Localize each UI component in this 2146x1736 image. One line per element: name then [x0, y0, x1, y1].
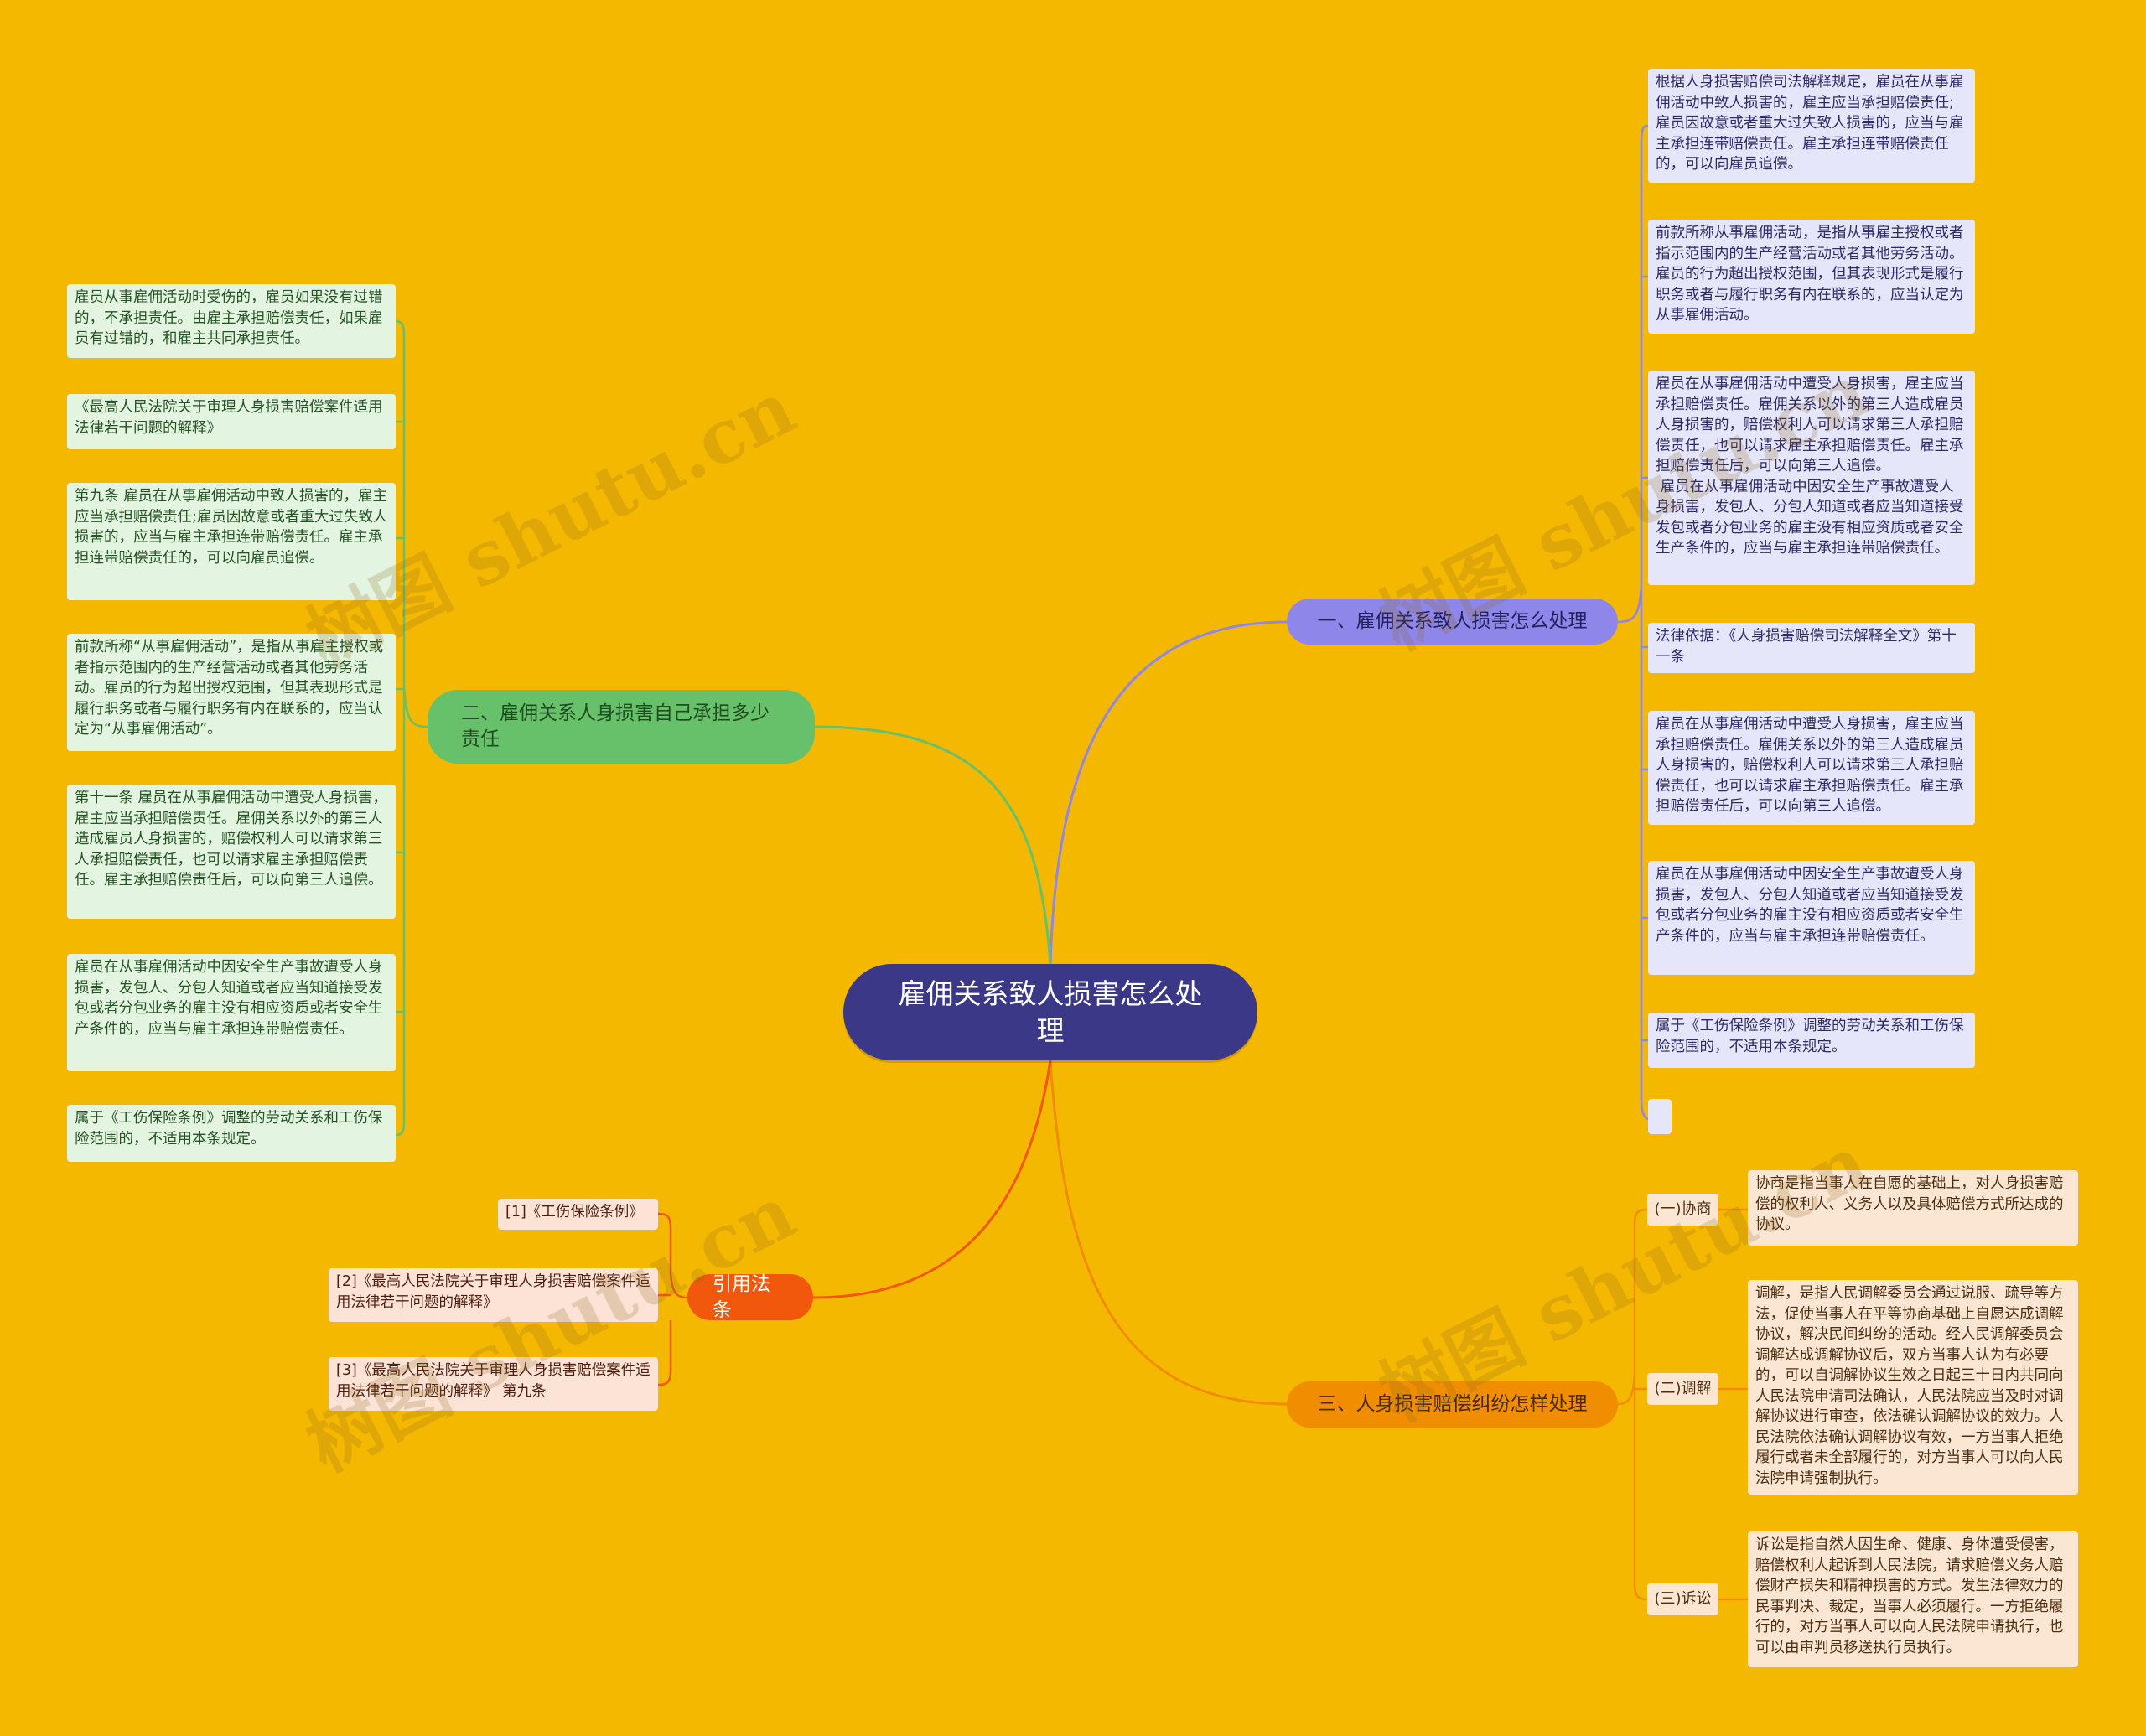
leaf-note[interactable]: 《最高人民法院关于审理人身损害赔偿案件适用法律若干问题的解释》 [67, 394, 396, 449]
branch-label: 引用法条 [713, 1272, 770, 1321]
leaf-litigation-text[interactable]: 诉讼是指自然人因生命、健康、身体遭受侵害，赔偿权利人起诉到人民法院，请求赔偿义务… [1748, 1531, 2078, 1667]
sub-mediation[interactable]: (二)调解 [1647, 1373, 1718, 1405]
cited-law-2[interactable]: [2]《最高人民法院关于审理人身损害赔偿案件适用法律若干问题的解释》 [329, 1268, 658, 1322]
cited-law-3[interactable]: [3]《最高人民法院关于审理人身损害赔偿案件适用法律若干问题的解释》 第九条 [329, 1357, 658, 1411]
leaf-note[interactable]: 雇员在从事雇佣活动中遭受人身损害，雇主应当承担赔偿责任。雇佣关系以外的第三人造成… [1648, 711, 1975, 825]
leaf-note[interactable]: 雇员从事雇佣活动时受伤的，雇员如果没有过错的，不承担责任。由雇主承担赔偿责任，如… [67, 284, 396, 358]
branch-cited-laws[interactable]: 引用法条 [687, 1273, 813, 1321]
cited-law-1[interactable]: [1]《工伤保险条例》 [498, 1199, 658, 1230]
leaf-note[interactable]: 雇员在从事雇佣活动中遭受人身损害，雇主应当承担赔偿责任。雇佣关系以外的第三人造成… [1648, 371, 1975, 585]
leaf-note[interactable]: 第九条 雇员在从事雇佣活动中致人损害的，雇主应当承担赔偿责任;雇员因故意或者重大… [67, 483, 396, 600]
link-root-branch4 [812, 1060, 1052, 1299]
root-topic[interactable]: 雇佣关系致人损害怎么处理 [843, 964, 1257, 1060]
leaf-note[interactable]: 前款所称从事雇佣活动，是指从事雇主授权或者指示范围内的生产经营活动或者其他劳务活… [1648, 220, 1975, 334]
leaf-note[interactable]: 根据人身损害赔偿司法解释规定，雇员在从事雇佣活动中致人损害的，雇主应当承担赔偿责… [1648, 69, 1975, 183]
sub-negotiation[interactable]: (一)协商 [1647, 1194, 1718, 1226]
leaf-note[interactable]: 雇员在从事雇佣活动中因安全生产事故遭受人身损害，发包人、分包人知道或者应当知道接… [67, 954, 396, 1071]
branch-employment-damage-handling[interactable]: 一、雇佣关系致人损害怎么处理 [1287, 599, 1618, 645]
branch-label: 一、雇佣关系致人损害怎么处理 [1317, 610, 1588, 632]
leaf-note[interactable]: 第十一条 雇员在从事雇佣活动中遭受人身损害，雇主应当承担赔偿责任。雇佣关系以外的… [67, 785, 396, 919]
root-topic-label: 雇佣关系致人损害怎么处理 [898, 977, 1203, 1047]
leaf-negotiation-text[interactable]: 协商是指当事人在自愿的基础上，对人身损害赔偿的权利人、义务人以及具体赔偿方式所达… [1748, 1170, 2078, 1246]
branch-label: 三、人身损害赔偿纠纷怎样处理 [1317, 1393, 1588, 1415]
leaf-note[interactable]: 属于《工伤保险条例》调整的劳动关系和工伤保险范围的，不适用本条规定。 [1648, 1013, 1975, 1068]
bracket-branch2 [395, 319, 428, 1137]
leaf-note[interactable]: 属于《工伤保险条例》调整的劳动关系和工伤保险范围的，不适用本条规定。 [67, 1105, 396, 1162]
leaf-note[interactable]: 雇员在从事雇佣活动中因安全生产事故遭受人身损害，发包人、分包人知道或者应当知道接… [1648, 861, 1975, 975]
branch-self-liability[interactable]: 二、雇佣关系人身损害自己承担多少责任 [428, 690, 815, 764]
link-root-branch1 [1049, 620, 1288, 966]
link-root-branch2 [814, 725, 1052, 966]
bracket-branch1 [1617, 124, 1651, 1121]
bracket-branch4 [657, 1212, 688, 1386]
bracket-branch3 [1617, 1208, 1648, 1601]
leaf-mediation-text[interactable]: 调解，是指人民调解委员会通过说服、疏导等方法，促使当事人在平等协商基础上自愿达成… [1748, 1280, 2078, 1495]
sub-litigation[interactable]: (三)诉讼 [1647, 1583, 1718, 1615]
branch-dispute-resolution[interactable]: 三、人身损害赔偿纠纷怎样处理 [1287, 1381, 1618, 1428]
link-root-branch3 [1049, 1060, 1288, 1406]
leaf-note[interactable]: 法律依据：《人身损害赔偿司法解释全文》第十一条 [1648, 623, 1975, 673]
leaf-note[interactable]: 前款所称“从事雇佣活动”，是指从事雇主授权或者指示范围内的生产经营活动或者其他劳… [67, 634, 396, 751]
branch-label: 二、雇佣关系人身损害自己承担多少责任 [461, 702, 770, 750]
leaf-empty-note[interactable] [1648, 1099, 1672, 1134]
